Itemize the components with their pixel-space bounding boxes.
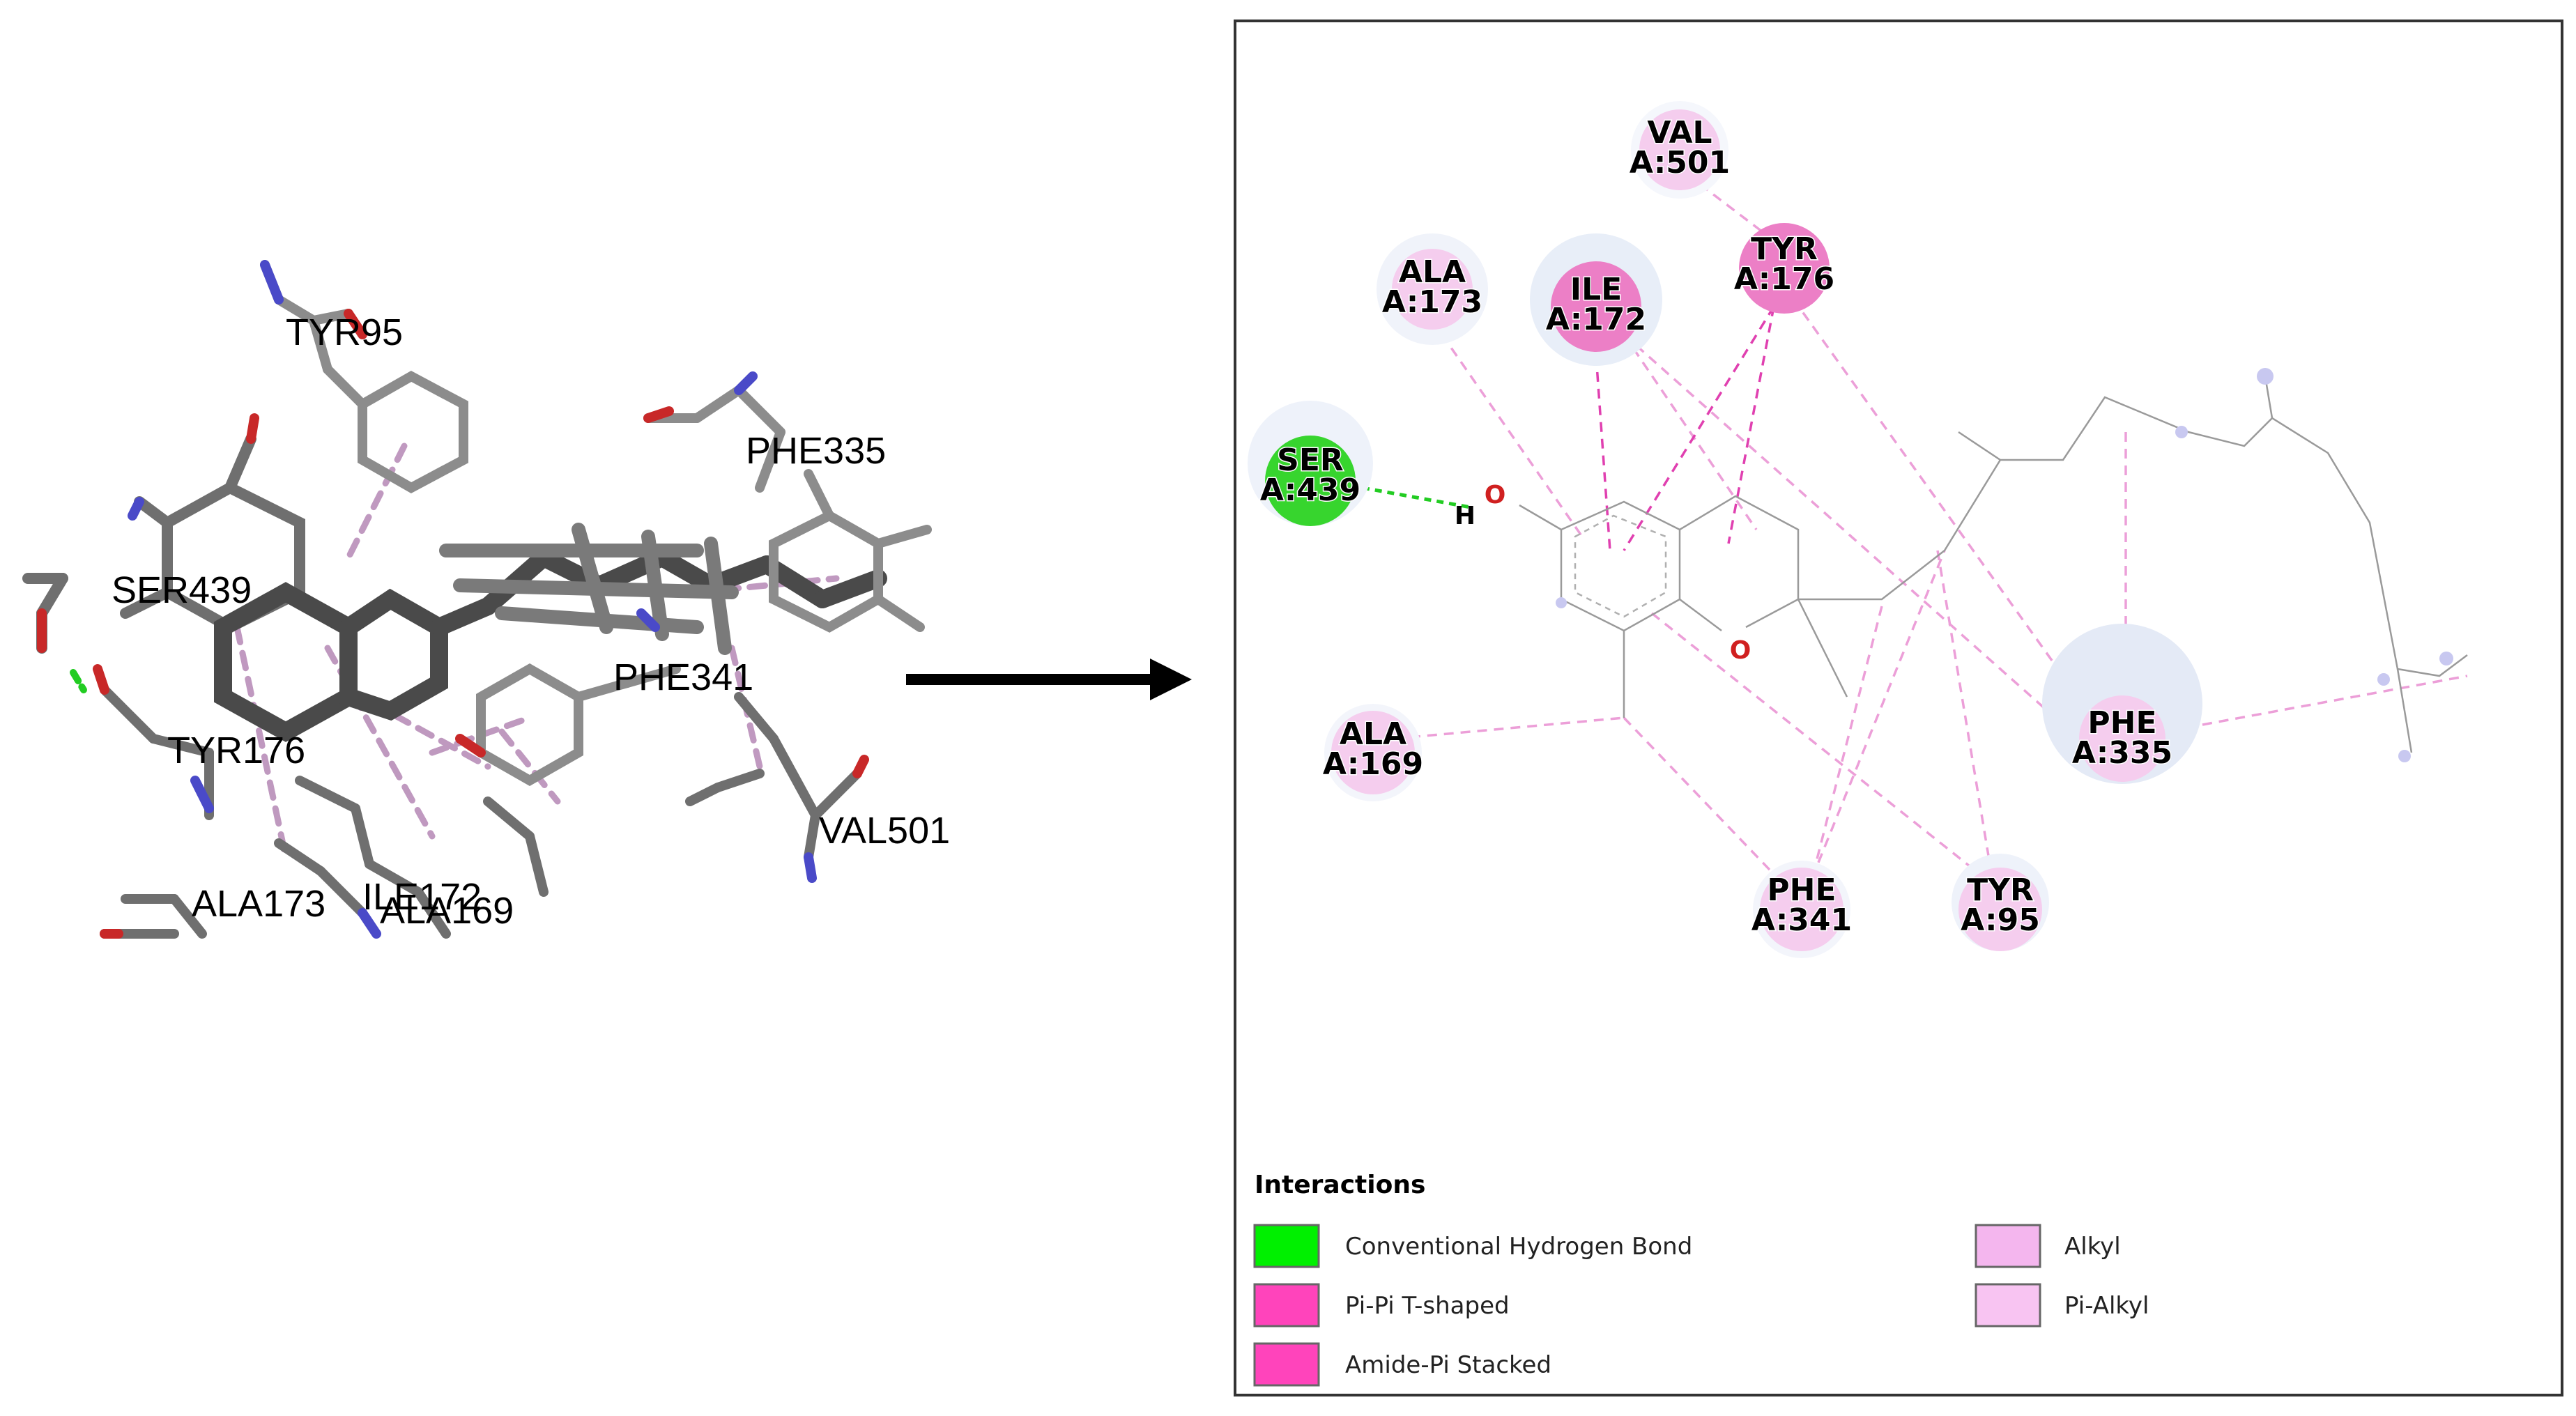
ring-oxygen-label: O	[1730, 636, 1751, 665]
svg-text:A:176: A:176	[1734, 261, 1834, 297]
svg-text:TYR: TYR	[1751, 231, 1818, 267]
ligand-atom-dots	[1556, 368, 2453, 762]
label-3d-ile172: ILE172	[362, 876, 482, 918]
label-3d-tyr95: TYR95	[286, 311, 403, 353]
ligand-skeleton	[1519, 376, 2468, 753]
svg-text:ILE: ILE	[1570, 272, 1622, 307]
label-3d-phe335: PHE335	[746, 430, 886, 472]
svg-text:ALA: ALA	[1399, 254, 1466, 290]
legend: Interactions Conventional Hydrogen Bond …	[1253, 1171, 2149, 1387]
interaction-diagram-2d: O H O VAL A:501 ALA A:173 ILE A:172	[1234, 20, 2563, 1396]
legend-swatch-pi-alkyl	[1975, 1283, 2041, 1328]
legend-swatch-amide-pi-stacked	[1253, 1342, 1320, 1387]
hydroxyl-oxygen-label: O	[1485, 481, 1506, 509]
legend-swatch-alkyl	[1975, 1224, 2041, 1268]
protein-ligand-sticks	[22, 260, 932, 939]
legend-label-alkyl: Alkyl	[2064, 1233, 2121, 1261]
svg-text:ALA: ALA	[1340, 716, 1406, 752]
residue-labels-3d: TYR95 PHE335 SER439 PHE341 TYR176 VAL501…	[112, 311, 950, 932]
svg-text:VAL: VAL	[1647, 115, 1712, 151]
legend-label-conventional-hydrogen-bond: Conventional Hydrogen Bond	[1345, 1233, 1692, 1261]
svg-text:A:335: A:335	[2072, 735, 2172, 771]
svg-text:A:173: A:173	[1382, 284, 1482, 320]
interaction-lines	[1362, 173, 2468, 886]
legend-label-pi-pi-t-shaped: Pi-Pi T-shaped	[1345, 1292, 1510, 1320]
arrow-head-icon	[1150, 659, 1192, 700]
label-3d-ser439: SER439	[112, 569, 252, 611]
svg-text:PHE: PHE	[1767, 872, 1836, 908]
label-3d-phe341: PHE341	[613, 656, 753, 698]
label-3d-tyr176: TYR176	[167, 730, 305, 771]
label-3d-ala169: ALA169	[380, 890, 514, 932]
svg-text:PHE: PHE	[2087, 705, 2156, 741]
svg-text:SER: SER	[1277, 442, 1344, 478]
residue-ala173: ALA A:173	[1377, 233, 1488, 345]
residue-phe341: PHE A:341	[1750, 861, 1853, 958]
legend-swatch-conventional-hydrogen-bond	[1253, 1224, 1320, 1268]
transition-arrow	[906, 659, 1192, 700]
label-3d-ala173: ALA173	[192, 883, 325, 925]
residue-ile172: ILE A:172	[1530, 233, 1662, 366]
docking-pose-3d: TYR95 PHE335 SER439 PHE341 TYR176 VAL501…	[22, 260, 950, 939]
svg-text:A:501: A:501	[1630, 145, 1730, 180]
svg-text:A:341: A:341	[1751, 902, 1852, 938]
residue-phe335: PHE A:335	[2042, 624, 2202, 784]
svg-text:A:95: A:95	[1961, 902, 2040, 938]
svg-text:TYR: TYR	[1967, 872, 2034, 908]
legend-title: Interactions	[1255, 1171, 1425, 1199]
legend-swatch-pi-pi-t-shaped	[1253, 1283, 1320, 1328]
svg-text:A:172: A:172	[1546, 302, 1646, 337]
residue-tyr176: TYR A:176	[1733, 223, 1836, 314]
residue-ala169: ALA A:169	[1321, 704, 1425, 801]
legend-label-pi-alkyl: Pi-Alkyl	[2064, 1292, 2149, 1320]
diagram-frame	[1234, 20, 2563, 1396]
legend-label-amide-pi-stacked: Amide-Pi Stacked	[1345, 1351, 1551, 1379]
residue-discs: VAL A:501 ALA A:173 ILE A:172 TYR A:176	[1248, 101, 2202, 958]
residue-val501: VAL A:501	[1628, 101, 1731, 199]
label-3d-val501: VAL501	[819, 810, 950, 852]
svg-text:A:169: A:169	[1323, 746, 1423, 782]
residue-ser439: SER A:439	[1248, 401, 1373, 526]
residue-tyr95: TYR A:95	[1952, 854, 2049, 951]
svg-text:A:439: A:439	[1260, 472, 1360, 508]
hydroxyl-hydrogen-label: H	[1455, 502, 1475, 530]
